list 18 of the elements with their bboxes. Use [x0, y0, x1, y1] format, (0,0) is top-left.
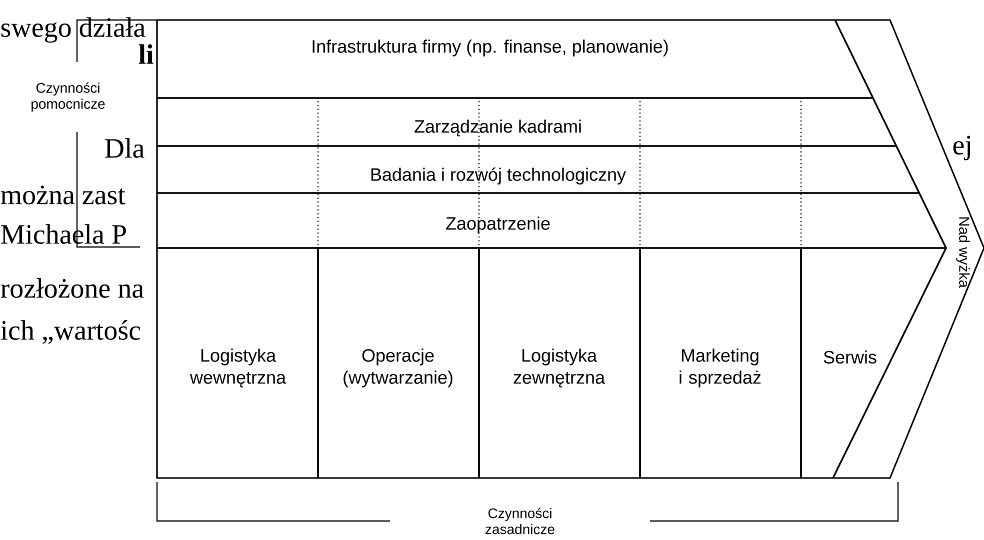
- activity-box: Serwis: [800, 247, 947, 479]
- body-text: można zast: [0, 186, 126, 204]
- body-text: ej: [953, 136, 970, 160]
- activity-box: Badania i rozwój technologiczny: [156, 145, 920, 194]
- activity-box: Logistyka zewnętrzna: [478, 247, 641, 479]
- activity-box: Operacje (wytwarzanie): [317, 247, 480, 479]
- bracket-label: Czynności zasadnicze: [486, 508, 554, 534]
- activity-box: Infrastruktura firmy (np. finanse, planowanie): [156, 19, 874, 99]
- activity-box: Logistyka wewnętrzna: [156, 247, 319, 479]
- body-text: ich „wartośc: [0, 320, 140, 344]
- bracket-label: Czynności pomocnicze: [32, 82, 105, 112]
- body-text: li: [138, 44, 154, 64]
- activity-box: Zarządzanie kadrami: [156, 97, 898, 147]
- body-text: rozłożone na: [0, 278, 144, 298]
- activity-box: Zaopatrzenie: [156, 192, 947, 249]
- body-text: swego działa: [1, 17, 146, 43]
- body-text: Dla: [105, 138, 144, 158]
- activity-box: Marketing i sprzedaż: [639, 247, 802, 479]
